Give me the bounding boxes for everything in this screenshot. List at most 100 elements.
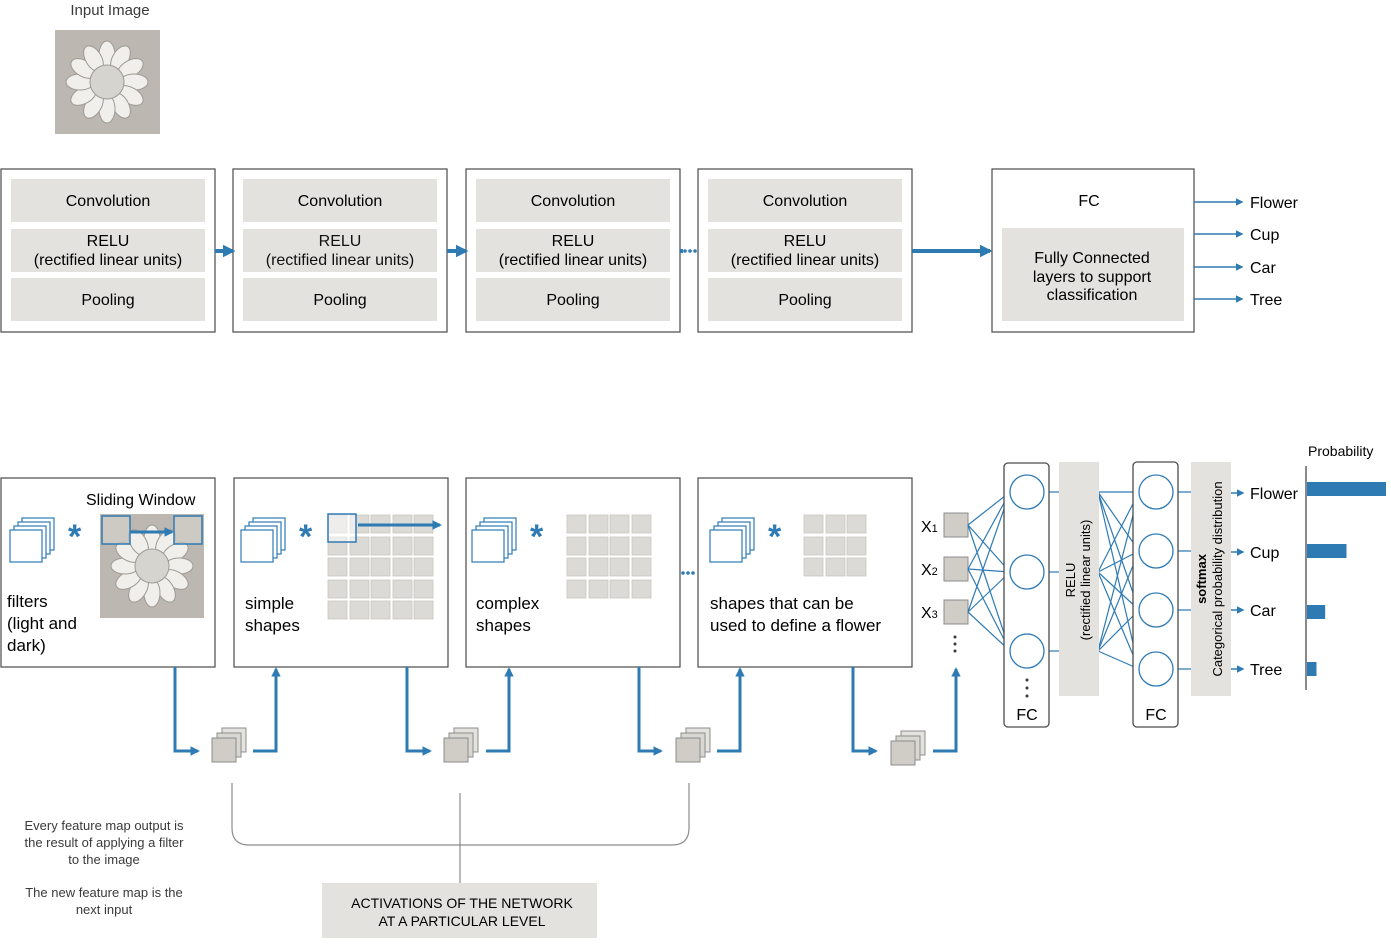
panel-text-line: filters bbox=[7, 592, 48, 611]
convolution-box bbox=[708, 179, 902, 222]
relu-sublabel: (rectified linear units) bbox=[34, 252, 183, 269]
fc-desc-box bbox=[1002, 228, 1184, 321]
input-label-x3: X3 bbox=[921, 605, 938, 622]
conv-stage-2: Convolution RELU (rectified linear units… bbox=[232, 168, 448, 333]
convolution-label: Convolution bbox=[763, 193, 848, 210]
relu-label: RELU bbox=[552, 233, 595, 250]
fc-title: FC bbox=[1078, 193, 1099, 210]
relu-label: RELU bbox=[784, 233, 827, 250]
panel-text-line: used to define a flower bbox=[710, 616, 881, 635]
panel-text-line: shapes bbox=[245, 616, 300, 635]
input-label-x1: X1 bbox=[921, 519, 938, 536]
convolve-asterisk-icon: * bbox=[768, 518, 782, 556]
fc-desc-line2: layers to support bbox=[1033, 269, 1152, 286]
activations-bracket bbox=[231, 783, 690, 883]
pooling-box bbox=[476, 278, 670, 321]
convolution-box bbox=[476, 179, 670, 222]
conv-stage-4: Convolution RELU (rectified linear units… bbox=[697, 168, 913, 333]
fc-desc-line1: Fully Connected bbox=[1034, 250, 1150, 267]
relu-box bbox=[708, 229, 902, 272]
fc-block: FC Fully Connected layers to support cla… bbox=[991, 168, 1195, 333]
class-label-flower: Flower bbox=[1250, 486, 1299, 503]
fc-layer-1: FC bbox=[1003, 462, 1050, 728]
flower-icon bbox=[65, 40, 149, 124]
input-node-x3: X3 bbox=[921, 599, 969, 625]
input-image bbox=[55, 30, 160, 134]
ellipsis-icon bbox=[683, 249, 697, 253]
relu-layer: RELU (rectified linear units) bbox=[1059, 462, 1099, 696]
sliding-window-start bbox=[327, 513, 357, 543]
relu-sublabel: (rectified linear units) bbox=[731, 252, 880, 269]
fc-layer-1-label: FC bbox=[1016, 707, 1037, 724]
sliding-window-start bbox=[101, 515, 131, 545]
relu-box bbox=[243, 229, 437, 272]
pooling-box bbox=[708, 278, 902, 321]
pooling-label: Pooling bbox=[778, 292, 831, 309]
note-line: the result of applying a filter bbox=[25, 835, 185, 850]
sliding-window-label: Sliding Window bbox=[86, 492, 196, 509]
fc-layer-2-label: FC bbox=[1145, 707, 1166, 724]
loop-down-4 bbox=[851, 667, 878, 756]
feature-grid bbox=[803, 514, 867, 577]
vertical-ellipsis-icon bbox=[953, 635, 957, 653]
neuron bbox=[1009, 474, 1045, 510]
relu-sublabel: (rectified linear units) bbox=[266, 252, 415, 269]
feature-map-stack-icon bbox=[675, 727, 711, 763]
loop-up-1 bbox=[253, 667, 281, 753]
pooling-label: Pooling bbox=[313, 292, 366, 309]
relu-box bbox=[476, 229, 670, 272]
feature-map-loops bbox=[173, 667, 961, 756]
activations-line2: AT A PARTICULAR LEVEL bbox=[378, 913, 545, 929]
convolution-box bbox=[243, 179, 437, 222]
neuron bbox=[1138, 592, 1174, 628]
ellipsis-icon bbox=[681, 571, 695, 575]
input-label-x2: X2 bbox=[921, 562, 938, 579]
panel-text-line: complex bbox=[476, 594, 540, 613]
class-label-cup: Cup bbox=[1250, 545, 1279, 562]
output-label-car: Car bbox=[1250, 260, 1276, 277]
probability-label: Probability bbox=[1308, 443, 1373, 459]
class-label-car: Car bbox=[1250, 603, 1276, 620]
loop-down-2 bbox=[405, 667, 432, 756]
neuron bbox=[1138, 651, 1174, 687]
activations-box: ACTIVATIONS OF THE NETWORK AT A PARTICUL… bbox=[322, 883, 597, 938]
convolution-label: Convolution bbox=[531, 193, 616, 210]
loop-down-1 bbox=[173, 667, 200, 756]
pooling-label: Pooling bbox=[81, 292, 134, 309]
input-node-x1: X1 bbox=[921, 512, 969, 538]
input-image-label: Input Image bbox=[70, 2, 149, 19]
feature-panel-complex-shapes: * complex shapes bbox=[465, 477, 681, 668]
note-line: next input bbox=[76, 902, 133, 917]
output-label-tree: Tree bbox=[1250, 292, 1282, 309]
feature-panel-filters: * Sliding Window filters (light and dark… bbox=[0, 477, 216, 668]
input-node-x2: X2 bbox=[921, 556, 969, 582]
panel-text-line: (light and bbox=[7, 614, 77, 633]
activations-line1: ACTIVATIONS OF THE NETWORK bbox=[351, 895, 573, 911]
loop-up-4 bbox=[933, 667, 961, 753]
classifier-outputs: Flower Cup Car Tree bbox=[1231, 486, 1299, 679]
probability-bar-flower bbox=[1307, 482, 1386, 496]
loop-up-2 bbox=[486, 667, 514, 753]
loop-up-3 bbox=[717, 667, 745, 753]
loop-down-3 bbox=[637, 667, 663, 756]
softmax-layer: softmax Categorical probability distribu… bbox=[1191, 462, 1231, 696]
output-label-flower: Flower bbox=[1250, 195, 1299, 212]
panel-text-line: shapes bbox=[476, 616, 531, 635]
neuron bbox=[1009, 554, 1045, 590]
network-edges bbox=[967, 491, 1191, 670]
flower-icon bbox=[110, 524, 194, 608]
softmax-sublabel: Categorical probability distribution bbox=[1210, 481, 1225, 676]
convolve-asterisk-icon: * bbox=[68, 518, 82, 556]
feature-grid bbox=[566, 514, 652, 599]
panel-text-line: dark) bbox=[7, 636, 46, 655]
feature-grid bbox=[327, 514, 434, 620]
convolve-asterisk-icon: * bbox=[299, 518, 313, 556]
probability-bar-car bbox=[1307, 605, 1326, 619]
conv-stage-3: Convolution RELU (rectified linear units… bbox=[465, 168, 681, 333]
relu-layer-sublabel: (rectified linear units) bbox=[1078, 520, 1093, 641]
convolution-label: Convolution bbox=[66, 193, 151, 210]
pooling-box bbox=[11, 278, 205, 321]
pooling-label: Pooling bbox=[546, 292, 599, 309]
feature-map-stack-icon bbox=[211, 727, 247, 763]
sliding-window-end bbox=[173, 515, 203, 545]
